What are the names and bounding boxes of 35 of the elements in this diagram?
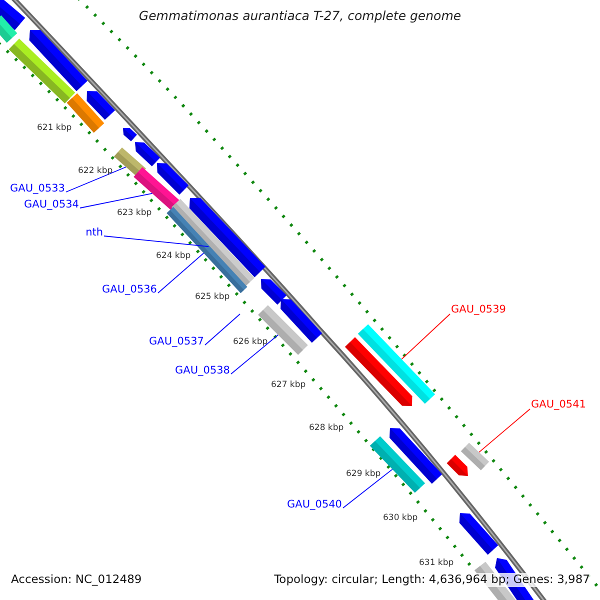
gene-bar (134, 167, 180, 210)
position-label: 631 kbp (419, 559, 454, 568)
accession-label: Accession: NC_012489 (9, 573, 144, 586)
gene-label: GAU_0539 (451, 304, 506, 316)
gene-label: GAU_0536 (102, 284, 157, 296)
gene-bar (460, 442, 490, 470)
gene-label: GAU_0541 (531, 400, 586, 410)
position-label: 622 kbp (78, 167, 113, 176)
leader-line (230, 334, 279, 374)
position-label: 625 kbp (195, 293, 230, 302)
gene-label: GAU_0540 (287, 500, 342, 510)
gene-label: GAU_0533 (10, 184, 65, 194)
gene-bar (358, 324, 436, 404)
leader-line (478, 408, 530, 453)
leader-line (342, 468, 393, 508)
position-label: 627 kbp (271, 381, 306, 390)
leader-line (401, 314, 450, 360)
position-label: 630 kbp (383, 514, 418, 522)
position-label: 629 kbp (346, 470, 381, 478)
position-label: 628 kbp (309, 424, 344, 432)
position-label: 621 kbp (37, 124, 72, 132)
position-label: 624 kbp (156, 252, 191, 260)
leader-line (104, 236, 210, 248)
position-label: 626 kbp (233, 338, 268, 346)
gene-label: nth (86, 228, 103, 238)
leader-line (66, 166, 126, 192)
leader-line (80, 192, 153, 208)
genome-info: Topology: circular; Length: 4,636,964 bp; Genes: 3,987 (272, 573, 592, 586)
gene-label: GAU_0537 (149, 336, 204, 348)
leader-line (158, 252, 204, 294)
title: Gemmatimonas aurantiaca T-27, complete genome (138, 8, 462, 23)
gene-label: GAU_0534 (24, 200, 79, 210)
gene-label: GAU_0538 (175, 366, 230, 376)
leader-line (204, 314, 240, 346)
position-label: 623 kbp (117, 209, 152, 218)
